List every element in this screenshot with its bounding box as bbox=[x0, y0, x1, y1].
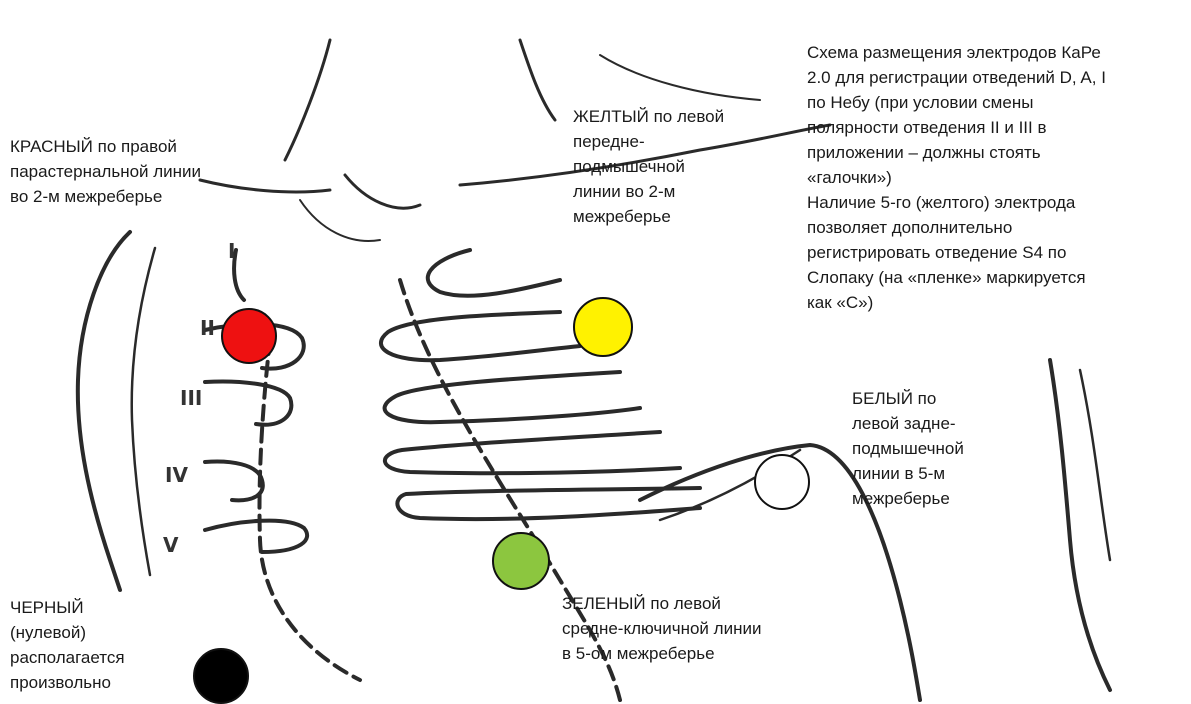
sternal-notch bbox=[345, 175, 420, 208]
black-electrode bbox=[193, 648, 249, 704]
black-electrode-label: ЧЕРНЫЙ (нулевой) располагается произволь… bbox=[10, 595, 170, 695]
green-electrode-label: ЗЕЛЕНЫЙ по левой средне-ключичной линии … bbox=[562, 591, 862, 666]
neck-right bbox=[520, 40, 555, 120]
left-arm-outline bbox=[1050, 360, 1110, 690]
rib-4-right bbox=[205, 462, 263, 501]
rib-2-left bbox=[381, 312, 580, 360]
rib-4-left bbox=[385, 432, 680, 473]
rib-3-left bbox=[385, 372, 640, 422]
manubrium bbox=[300, 200, 380, 241]
yellow-electrode-label: ЖЕЛТЫЙ по левой передне- подмышечной лин… bbox=[573, 104, 783, 229]
rib-numeral-1: I bbox=[228, 239, 235, 263]
scheme-description: Схема размещения электродов КаРе 2.0 для… bbox=[807, 40, 1187, 315]
green-electrode bbox=[492, 532, 550, 590]
left-shoulder-outline bbox=[78, 232, 130, 590]
rib-numeral-4: IV bbox=[165, 463, 188, 487]
yellow-electrode bbox=[573, 297, 633, 357]
rib-numeral-5: V bbox=[163, 533, 179, 557]
white-electrode-label: БЕЛЫЙ по левой задне- подмышечной линии … bbox=[852, 386, 1022, 511]
rib-numeral-2: II bbox=[200, 316, 215, 340]
rib-1-right bbox=[234, 250, 244, 300]
red-electrode bbox=[221, 308, 277, 364]
rib-1-left bbox=[428, 250, 560, 296]
red-electrode-label: КРАСНЫЙ по правой парастернальной линии … bbox=[10, 134, 300, 209]
rib-3-right bbox=[205, 382, 291, 425]
white-electrode bbox=[754, 454, 810, 510]
sternal-line-right bbox=[259, 340, 360, 680]
rib-5-right bbox=[205, 521, 307, 552]
rib-numeral-3: III bbox=[180, 386, 202, 410]
